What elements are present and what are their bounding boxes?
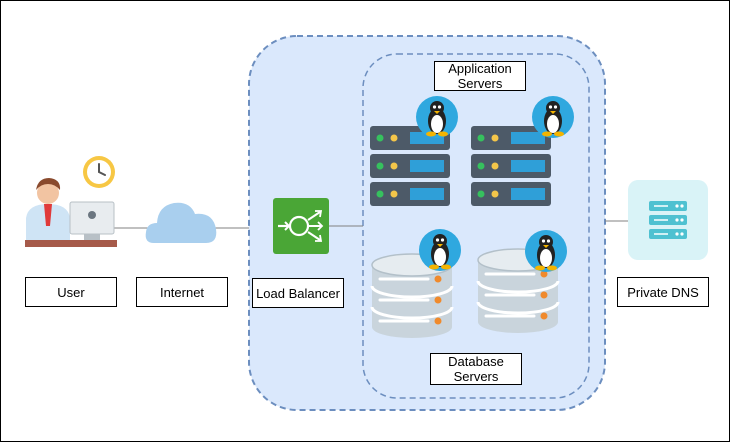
internet-label: Internet — [136, 277, 228, 307]
private-dns-label: Private DNS — [617, 277, 709, 307]
linux-tux-icon — [532, 96, 574, 138]
load-balancer-icon — [273, 198, 329, 254]
dns-server-icon — [628, 180, 708, 260]
application-servers-label: Application Servers — [434, 61, 526, 91]
user-label: User — [25, 277, 117, 307]
database-servers-label: Database Servers — [430, 353, 522, 385]
server-rack-icon — [471, 126, 551, 206]
linux-tux-icon — [419, 229, 461, 271]
server-rack-icon — [370, 126, 450, 206]
application-servers-label-line-2: Servers — [457, 76, 503, 91]
load-balancer-label-text: Load Balancer — [256, 285, 340, 301]
database-servers-label-line-2: Servers — [453, 369, 499, 384]
linux-tux-icon — [416, 96, 458, 138]
cloud-icon — [145, 202, 217, 243]
clock-icon — [83, 156, 115, 188]
linux-tux-icon — [525, 230, 567, 272]
application-servers-label-line-1: Application — [448, 61, 512, 76]
user-label-text: User — [57, 284, 85, 300]
database-servers-label-line-1: Database — [448, 354, 504, 369]
private-dns-label-text: Private DNS — [627, 284, 699, 300]
internet-label-text: Internet — [159, 284, 205, 300]
user-at-desk-icon — [25, 178, 117, 247]
load-balancer-label: Load Balancer — [252, 278, 344, 308]
